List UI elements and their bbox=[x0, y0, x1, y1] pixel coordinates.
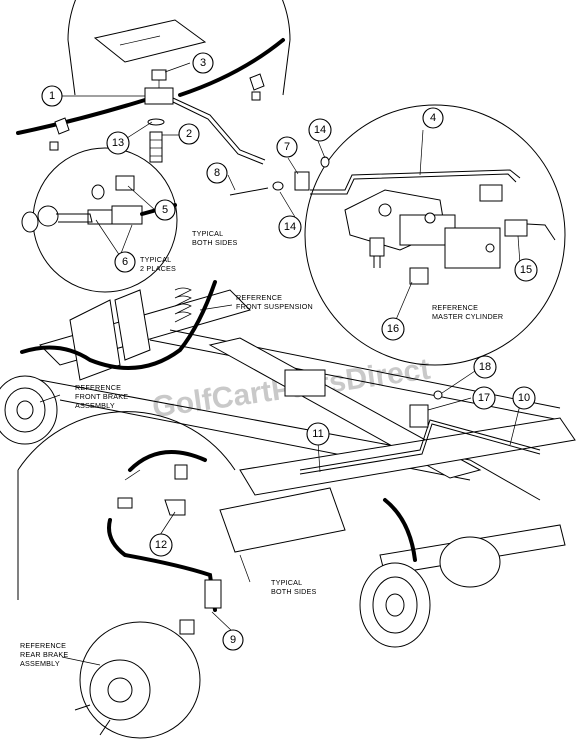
svg-text:14: 14 bbox=[284, 221, 296, 233]
callout-14b: 14 bbox=[278, 215, 302, 239]
callout-12: 12 bbox=[149, 533, 173, 557]
svg-text:REFERENCE: REFERENCE bbox=[432, 303, 478, 312]
copper-washer bbox=[21, 211, 39, 233]
svg-text:5: 5 bbox=[162, 204, 168, 216]
svg-text:6: 6 bbox=[122, 256, 128, 268]
note-typical-2-places: TYPICAL 2 PLACES bbox=[140, 255, 176, 273]
rear-hose-right bbox=[383, 498, 417, 562]
note-typical-both-sides-top: TYPICAL BOTH SIDES bbox=[192, 229, 238, 247]
svg-text:2: 2 bbox=[186, 128, 192, 140]
master-cylinder-detail bbox=[229, 104, 566, 366]
callout-3: 3 bbox=[192, 52, 214, 74]
svg-text:14: 14 bbox=[314, 124, 326, 136]
note-typical-both-sides-bottom: TYPICAL BOTH SIDES bbox=[271, 578, 317, 596]
right-brake-hose bbox=[178, 38, 285, 97]
hose-clip bbox=[164, 499, 186, 516]
svg-text:BOTH SIDES: BOTH SIDES bbox=[271, 587, 317, 596]
washer bbox=[147, 118, 165, 126]
hose-clamp-left bbox=[54, 117, 70, 135]
bracket-17 bbox=[409, 404, 429, 428]
svg-text:13: 13 bbox=[112, 137, 124, 149]
left-brake-hose bbox=[16, 98, 147, 135]
valve-on-frame bbox=[284, 369, 326, 397]
braided-hose-top bbox=[128, 450, 207, 472]
leader-lines bbox=[39, 62, 521, 666]
banjo-bolt bbox=[115, 175, 135, 191]
svg-text:4: 4 bbox=[430, 112, 436, 124]
svg-text:11: 11 bbox=[312, 428, 323, 440]
svg-text:REFERENCE: REFERENCE bbox=[236, 293, 282, 302]
rear-brake-hose bbox=[107, 518, 217, 612]
note-reference-front-brake: REFERENCE FRONT BRAKE ASSEMBLY bbox=[75, 383, 128, 410]
svg-text:8: 8 bbox=[214, 167, 220, 179]
svg-text:TYPICAL: TYPICAL bbox=[192, 229, 223, 238]
bolt-16 bbox=[409, 267, 429, 285]
callout-10: 10 bbox=[512, 386, 536, 410]
callout-17: 17 bbox=[472, 386, 496, 410]
callout-7: 7 bbox=[276, 136, 298, 158]
svg-text:TYPICAL: TYPICAL bbox=[271, 578, 302, 587]
pin-8 bbox=[229, 187, 269, 196]
callout-4: 4 bbox=[422, 107, 444, 129]
brake-tee bbox=[144, 87, 174, 105]
svg-text:15: 15 bbox=[520, 264, 532, 276]
svg-text:16: 16 bbox=[387, 323, 399, 335]
note-reference-front-suspension: REFERENCE FRONT SUSPENSION bbox=[236, 293, 313, 311]
callout-1: 1 bbox=[41, 85, 63, 107]
front-hose bbox=[20, 280, 217, 370]
svg-text:3: 3 bbox=[200, 57, 206, 69]
svg-text:FRONT SUSPENSION: FRONT SUSPENSION bbox=[236, 302, 313, 311]
svg-text:18: 18 bbox=[479, 361, 491, 373]
callout-14a: 14 bbox=[308, 118, 332, 142]
callout-8: 8 bbox=[206, 162, 228, 184]
svg-text:9: 9 bbox=[230, 634, 236, 646]
brake-tube-4 bbox=[310, 169, 521, 191]
note-reference-rear-brake: REFERENCE REAR BRAKE ASSEMBLY bbox=[20, 641, 68, 668]
svg-text:MASTER CYLINDER: MASTER CYLINDER bbox=[432, 312, 503, 321]
hose-clamp-right bbox=[249, 73, 265, 91]
vehicle-frame bbox=[0, 280, 576, 648]
svg-text:REAR BRAKE: REAR BRAKE bbox=[20, 650, 68, 659]
svg-text:17: 17 bbox=[478, 392, 490, 404]
callout-5: 5 bbox=[154, 199, 176, 221]
fitting-detail bbox=[21, 147, 178, 293]
fitting-15 bbox=[504, 219, 528, 237]
svg-text:TYPICAL: TYPICAL bbox=[140, 255, 171, 264]
svg-text:REFERENCE: REFERENCE bbox=[20, 641, 66, 650]
fitting-top bbox=[479, 184, 503, 202]
svg-text:FRONT BRAKE: FRONT BRAKE bbox=[75, 392, 128, 401]
svg-text:12: 12 bbox=[155, 539, 167, 551]
callout-15: 15 bbox=[514, 258, 538, 282]
retainer-clip bbox=[294, 171, 310, 191]
tee-nut bbox=[151, 69, 167, 81]
svg-text:10: 10 bbox=[518, 392, 530, 404]
svg-text:REFERENCE: REFERENCE bbox=[75, 383, 121, 392]
callout-18: 18 bbox=[473, 355, 497, 379]
rear-hose-detail bbox=[17, 411, 236, 739]
callout-6: 6 bbox=[114, 251, 136, 273]
front-coil-spring bbox=[174, 287, 192, 323]
callout-13: 13 bbox=[106, 131, 130, 155]
svg-text:ASSEMBLY: ASSEMBLY bbox=[75, 401, 115, 410]
svg-text:1: 1 bbox=[49, 90, 55, 102]
svg-text:7: 7 bbox=[284, 141, 290, 153]
svg-text:BOTH SIDES: BOTH SIDES bbox=[192, 238, 238, 247]
svg-text:2 PLACES: 2 PLACES bbox=[140, 264, 176, 273]
callout-9: 9 bbox=[222, 629, 244, 651]
note-reference-master-cylinder: REFERENCE MASTER CYLINDER bbox=[432, 303, 503, 321]
tee-mount-detail bbox=[16, 0, 291, 165]
svg-text:ASSEMBLY: ASSEMBLY bbox=[20, 659, 60, 668]
tee-bolt bbox=[149, 131, 163, 163]
callout-2: 2 bbox=[178, 123, 200, 145]
callout-11: 11 bbox=[306, 422, 330, 446]
bolt-18 bbox=[433, 390, 443, 400]
callout-16: 16 bbox=[381, 317, 405, 341]
